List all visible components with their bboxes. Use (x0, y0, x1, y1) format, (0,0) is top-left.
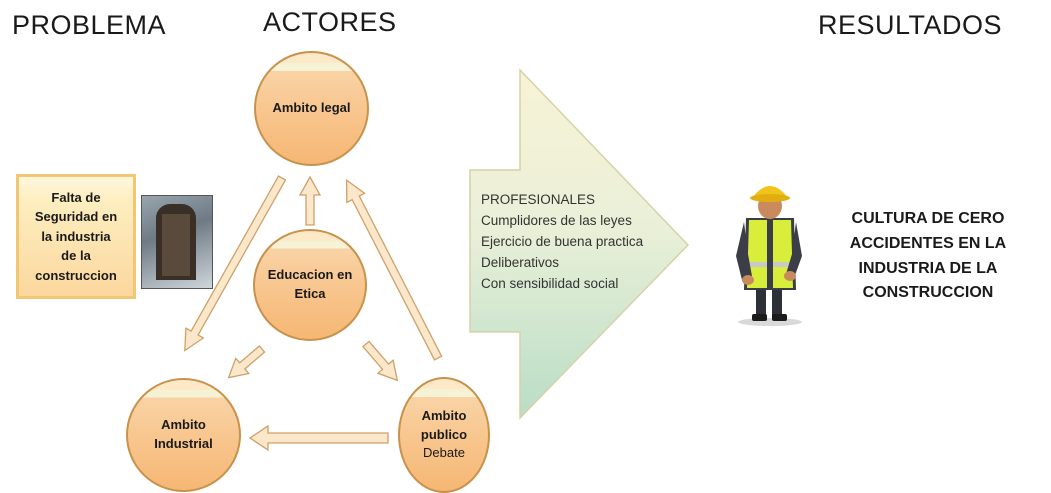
problem-box: Falta de Seguridad en la industria de la… (16, 174, 136, 299)
big-result-arrow (469, 68, 690, 420)
actor-ambito-legal: Ambito legal (254, 51, 369, 166)
problem-line: la industria (41, 228, 111, 244)
arrow-legal-to-industrial (184, 175, 287, 352)
actor-educacion-etica: Educacion en Etica (253, 229, 367, 341)
resultado-line: CULTURA DE CERO (851, 210, 1005, 227)
problem-line: Falta de (51, 189, 101, 205)
construction-worker-illustration (736, 186, 802, 326)
problem-line: construccion (35, 267, 117, 283)
actor-label: Ambito (421, 407, 467, 423)
arrow-etica-to-publico (362, 340, 399, 382)
door-panel (162, 214, 190, 276)
door-photo (141, 195, 213, 289)
profesionales-item: Cumplidores de las leyes (481, 212, 632, 228)
profesionales-list: PROFESIONALES Cumplidores de las leyes E… (481, 190, 643, 295)
arrow-publico-to-industrial (248, 424, 389, 452)
resultado-text: CULTURA DE CERO ACCIDENTES EN LA INDUSTR… (822, 207, 1034, 306)
heading-actores: ACTORES (263, 7, 397, 37)
actor-label: Etica (294, 286, 326, 301)
actor-sublabel: Debate (423, 445, 465, 461)
actor-label: Educacion en (267, 267, 353, 283)
arrow-publico-to-legal (345, 178, 443, 361)
heading-resultados: RESULTADOS (818, 10, 1003, 40)
actor-label: Industrial (154, 436, 213, 451)
actor-label: Ambito (161, 417, 206, 433)
arrow-etica-to-legal (298, 175, 322, 226)
profesionales-item: Deliberativos (481, 254, 560, 270)
arrow-etica-to-industrial (227, 345, 266, 379)
resultado-line: CONSTRUCCION (862, 284, 994, 302)
actor-label: Ambito legal (272, 100, 351, 116)
heading-problema: PROBLEMA (12, 10, 167, 40)
actor-ambito-publico: Ambito publico Debate (398, 377, 490, 493)
resultado-line: INDUSTRIA DE LA (858, 259, 998, 277)
profesionales-title: PROFESIONALES (481, 192, 596, 207)
actor-label: publico (420, 426, 468, 442)
problem-line: de la (61, 248, 91, 264)
profesionales-item: Ejercicio de buena practica (481, 233, 644, 249)
actor-ambito-industrial: Ambito Industrial (126, 378, 241, 492)
profesionales-item: Con sensibilidad social (481, 275, 619, 291)
problem-line: Seguridad en (34, 209, 118, 225)
resultado-line: ACCIDENTES EN LA (849, 234, 1007, 252)
